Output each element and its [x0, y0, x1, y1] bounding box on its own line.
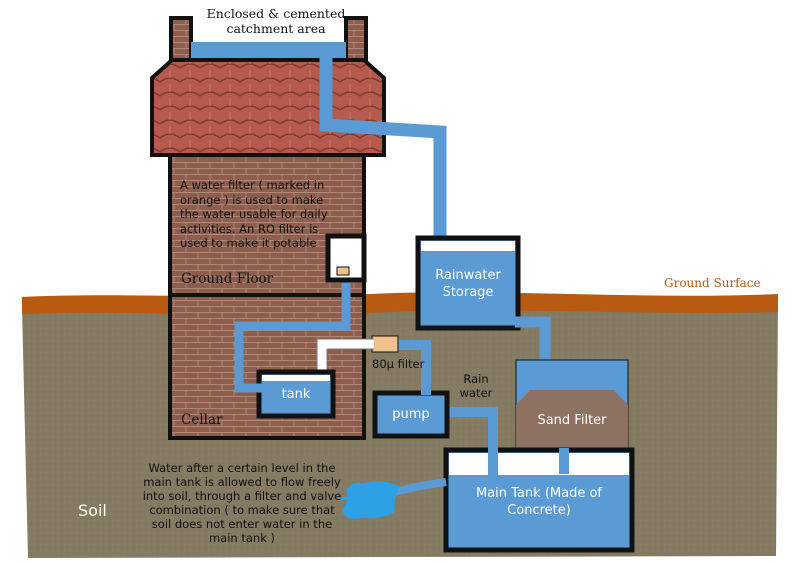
tank-label: tank — [281, 387, 311, 402]
overflow-note: Water after a certain level in the main … — [142, 461, 342, 545]
pipe-pump-to-filter — [390, 340, 431, 395]
catchment-label: Enclosed & cemented catchment area — [206, 6, 346, 36]
filter-note: A water filter ( marked in orange ) is u… — [180, 178, 328, 250]
filter-80-label: 80µ filter — [372, 357, 425, 371]
pump-box — [372, 390, 450, 439]
pipe-sandfilter-to-maintank — [559, 448, 569, 474]
pipe-maintank-to-pump — [444, 407, 498, 478]
sand-filter-label: Sand Filter — [537, 413, 607, 428]
pump-label: pump — [392, 407, 430, 422]
overflow-pipe — [389, 478, 447, 497]
ground-surface-strip — [22, 292, 778, 315]
pipe-storage-to-sandfilter — [515, 316, 551, 362]
ro-filter-icon — [336, 266, 350, 276]
filter-80-icon — [371, 335, 399, 353]
pipe-filter-to-tank — [317, 339, 374, 374]
downpipe — [319, 46, 447, 238]
rainwater-storage-label: Rainwater Storage — [435, 268, 501, 300]
ground-floor-label: Ground Floor — [181, 271, 274, 287]
soil-label: Soil — [78, 501, 107, 520]
overflow-splash — [342, 481, 400, 519]
rainwater-storage-tank — [415, 235, 521, 331]
roof — [150, 58, 386, 157]
ground-surface-label: Ground Surface — [664, 276, 761, 290]
rain-water-label: Rain water — [459, 372, 493, 400]
cellar-label: Cellar — [181, 412, 223, 428]
sand-layer — [516, 390, 628, 450]
main-tank-label: Main Tank (Made of Concrete) — [476, 486, 602, 518]
pipe-tank-to-ro — [234, 278, 351, 393]
